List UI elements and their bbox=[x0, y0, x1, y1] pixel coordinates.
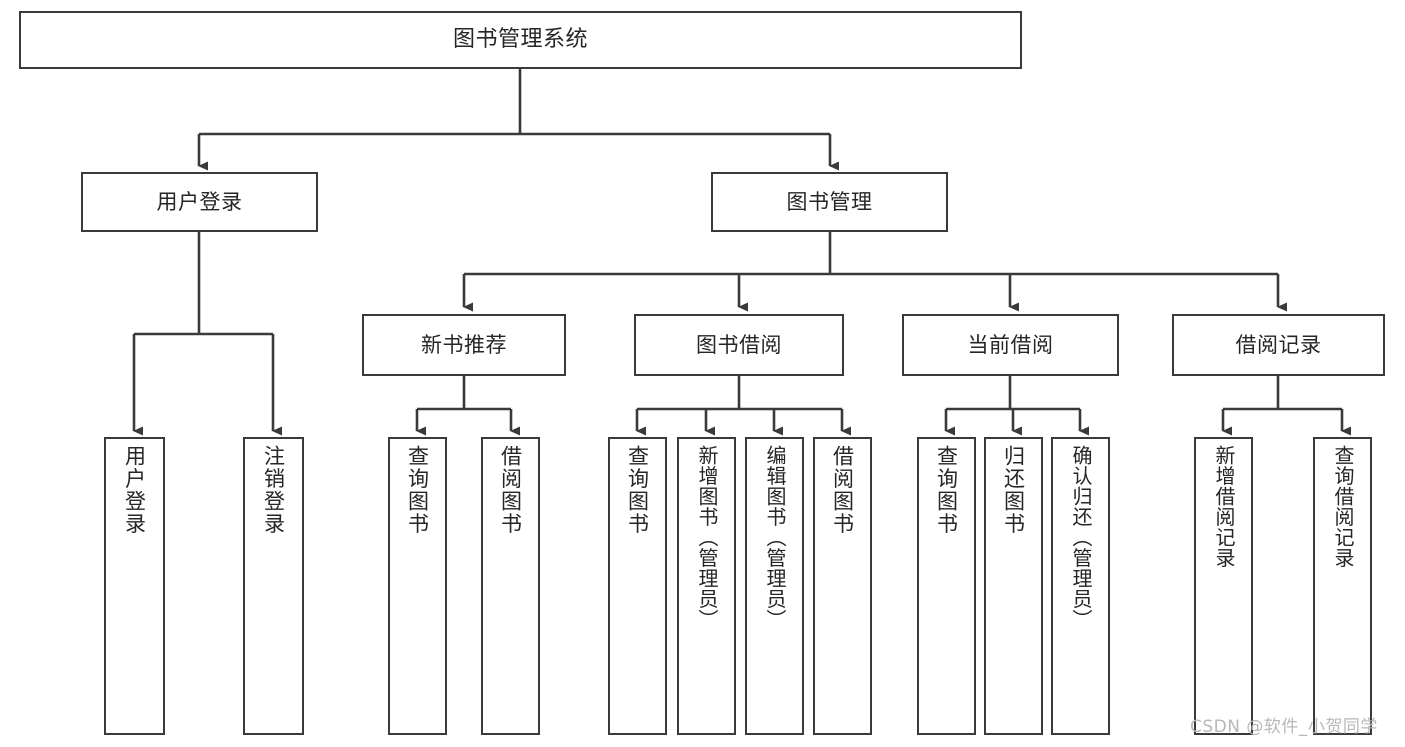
node-borrow-records[interactable]: 借阅记录 bbox=[1172, 314, 1385, 376]
leaf-label: 查询图书 bbox=[934, 445, 959, 535]
node-book-borrowing[interactable]: 图书借阅 bbox=[634, 314, 844, 376]
leaf-label: 借阅图书 bbox=[830, 445, 855, 535]
node-new-book-recommendation[interactable]: 新书推荐 bbox=[362, 314, 566, 376]
leaf-new-book-query[interactable]: 查询图书 bbox=[388, 437, 447, 735]
leaf-label: 编辑图书（管理员） bbox=[763, 445, 787, 630]
leaf-user-login-logout[interactable]: 注销登录 bbox=[243, 437, 304, 735]
leaf-current-return-book[interactable]: 归还图书 bbox=[984, 437, 1043, 735]
leaf-records-add-record[interactable]: 新增借阅记录 bbox=[1194, 437, 1253, 735]
leaf-borrow-edit-book-admin[interactable]: 编辑图书（管理员） bbox=[745, 437, 804, 735]
node-user-login-label: 用户登录 bbox=[156, 189, 243, 214]
node-user-login[interactable]: 用户登录 bbox=[81, 172, 318, 232]
node-root-label: 图书管理系统 bbox=[452, 27, 588, 53]
node-current-borrowing-label: 当前借阅 bbox=[967, 332, 1054, 357]
node-borrow-records-label: 借阅记录 bbox=[1235, 332, 1322, 357]
leaf-borrow-add-book-admin[interactable]: 新增图书（管理员） bbox=[677, 437, 736, 735]
leaf-new-book-borrow[interactable]: 借阅图书 bbox=[481, 437, 540, 735]
leaf-label: 确认归还（管理员） bbox=[1069, 445, 1093, 630]
leaf-label: 借阅图书 bbox=[498, 445, 523, 535]
leaf-label: 查询图书 bbox=[625, 445, 650, 535]
node-book-management[interactable]: 图书管理 bbox=[711, 172, 948, 232]
node-book-management-label: 图书管理 bbox=[786, 189, 873, 214]
leaf-borrow-borrow-book[interactable]: 借阅图书 bbox=[813, 437, 872, 735]
node-root[interactable]: 图书管理系统 bbox=[19, 11, 1022, 69]
leaf-current-query-book[interactable]: 查询图书 bbox=[917, 437, 976, 735]
node-current-borrowing[interactable]: 当前借阅 bbox=[902, 314, 1119, 376]
leaf-borrow-query-book[interactable]: 查询图书 bbox=[608, 437, 667, 735]
leaf-records-query-record[interactable]: 查询借阅记录 bbox=[1313, 437, 1372, 735]
leaf-label: 归还图书 bbox=[1001, 445, 1026, 535]
leaf-current-confirm-return-admin[interactable]: 确认归还（管理员） bbox=[1051, 437, 1110, 735]
leaf-label: 查询借阅记录 bbox=[1331, 445, 1355, 568]
node-book-borrowing-label: 图书借阅 bbox=[696, 332, 782, 357]
leaf-label: 新增借阅记录 bbox=[1212, 445, 1236, 568]
leaf-label: 查询图书 bbox=[405, 445, 430, 535]
watermark: CSDN @软件_小贺同学 bbox=[1190, 717, 1378, 737]
node-new-book-recommendation-label: 新书推荐 bbox=[421, 332, 507, 357]
leaf-label: 注销登录 bbox=[261, 445, 286, 535]
leaf-label: 新增图书（管理员） bbox=[695, 445, 719, 630]
leaf-user-login-login[interactable]: 用户登录 bbox=[104, 437, 165, 735]
leaf-label: 用户登录 bbox=[122, 445, 147, 535]
